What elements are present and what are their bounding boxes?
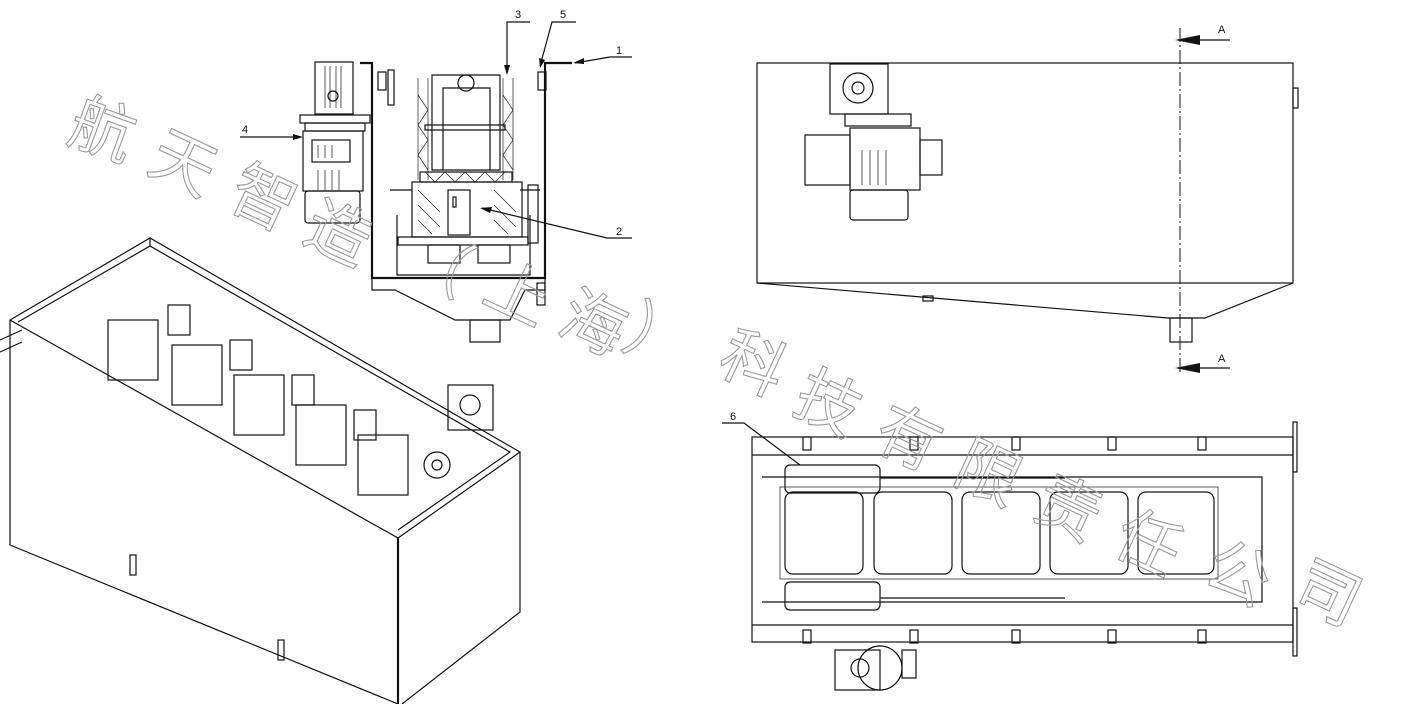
section-label: A [1218, 353, 1226, 365]
callout-label: 3 [515, 9, 521, 21]
isometric-view [0, 237, 522, 704]
section-view [299, 61, 572, 343]
gear-motor-top [804, 63, 943, 221]
front-view: A A [756, 24, 1299, 373]
section-mark-bottom: A [1175, 353, 1230, 373]
callout-label: 1 [616, 45, 622, 57]
callout-label: 5 [560, 9, 566, 21]
watermark-char: 航 [60, 85, 145, 176]
fixture-cells [779, 486, 1219, 580]
watermark: 航 天 智 造 （ 上 海 ） 科 技 有 限 责 任 公 司 [59, 85, 1373, 642]
watermark-char: 限 [943, 427, 1032, 521]
callout-2: 2 [480, 207, 632, 239]
gear-motor [299, 61, 371, 224]
watermark-char: 智 [218, 152, 307, 246]
callout-3: 3 [504, 9, 530, 75]
watermark-char: 造 [293, 187, 382, 281]
watermark-char: 天 [138, 117, 227, 211]
watermark-char: 科 [708, 317, 797, 411]
callout-1: 1 [573, 45, 632, 64]
callout-label: 4 [242, 124, 248, 136]
watermark-char: 有 [863, 392, 952, 486]
section-label: A [1218, 24, 1226, 36]
clips [802, 436, 1207, 644]
callout-label: 6 [730, 411, 736, 423]
watermark-char: 上 [473, 247, 562, 341]
gear-motor-bottom [834, 645, 917, 691]
callout-5: 5 [539, 9, 576, 68]
watermark-char: （ [393, 217, 482, 311]
section-mark-top: A [1175, 24, 1230, 45]
watermark-char: 任 [1103, 497, 1192, 591]
callouts: 1 2 3 4 5 6 [240, 9, 801, 466]
callout-label: 2 [616, 226, 622, 238]
watermark-char: 公 [1193, 527, 1282, 621]
plan-view [751, 421, 1298, 691]
callout-6: 6 [722, 411, 801, 466]
callout-4: 4 [240, 124, 303, 140]
fixtures [107, 304, 494, 496]
